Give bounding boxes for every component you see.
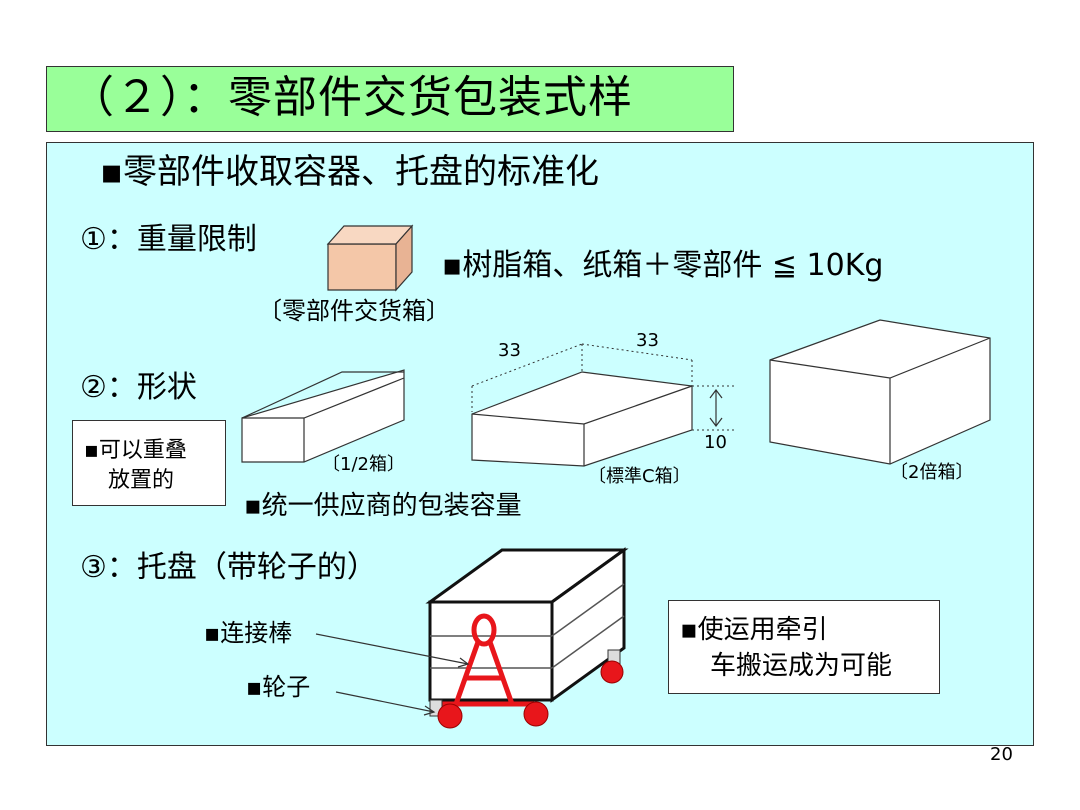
pallet-label: ③：托盘（带轮子的）: [80, 550, 377, 585]
standard-box-caption: 〔標準C箱〕: [588, 466, 691, 487]
half-box-icon: [241, 369, 405, 463]
dimension-right-label: 33: [636, 330, 659, 351]
towing-note-line2: 车搬运成为可能: [710, 651, 893, 681]
shape-label: ②：形状: [80, 370, 197, 405]
double-box-icon: [769, 319, 991, 465]
slide-title: （２）：零部件交货包装式样: [70, 72, 633, 123]
label-pointers: [315, 633, 470, 716]
stackable-note: [72, 420, 226, 506]
wheel-label: ▪轮子: [246, 673, 311, 701]
weight-limit-label: ①：重量限制: [80, 222, 257, 257]
towing-note: [668, 600, 940, 694]
delivery-box-icon: [326, 224, 414, 292]
title-box: [46, 66, 734, 132]
dimension-height-label: 10: [704, 432, 727, 453]
wheel-icons: [437, 660, 624, 729]
towing-note-line1: ▪使运用牵引: [680, 615, 828, 645]
connector-label: ▪连接棒: [204, 619, 293, 647]
wheeled-pallet-icon: [425, 547, 629, 729]
dimension-lines: [471, 343, 736, 431]
stackable-note-line2: 放置的: [108, 468, 175, 493]
double-box-caption: 〔2倍箱〕: [890, 462, 974, 483]
delivery-box-caption: 〔零部件交货箱〕: [258, 297, 450, 325]
half-box-caption: 〔1/2箱〕: [322, 454, 405, 475]
stackable-note-line1: ▪可以重叠: [84, 438, 187, 463]
unify-capacity-text: ▪统一供应商的包装容量: [244, 491, 522, 521]
page-number: 20: [990, 744, 1013, 765]
connector-rod: [442, 613, 534, 707]
section-heading: ▪零部件收取容器、托盘的标准化: [100, 152, 600, 192]
weight-limit-text: ▪树脂箱、纸箱＋零部件 ≦ 10Kg: [442, 248, 884, 283]
standard-box-icon: [471, 371, 693, 467]
dimension-left-label: 33: [498, 340, 521, 361]
